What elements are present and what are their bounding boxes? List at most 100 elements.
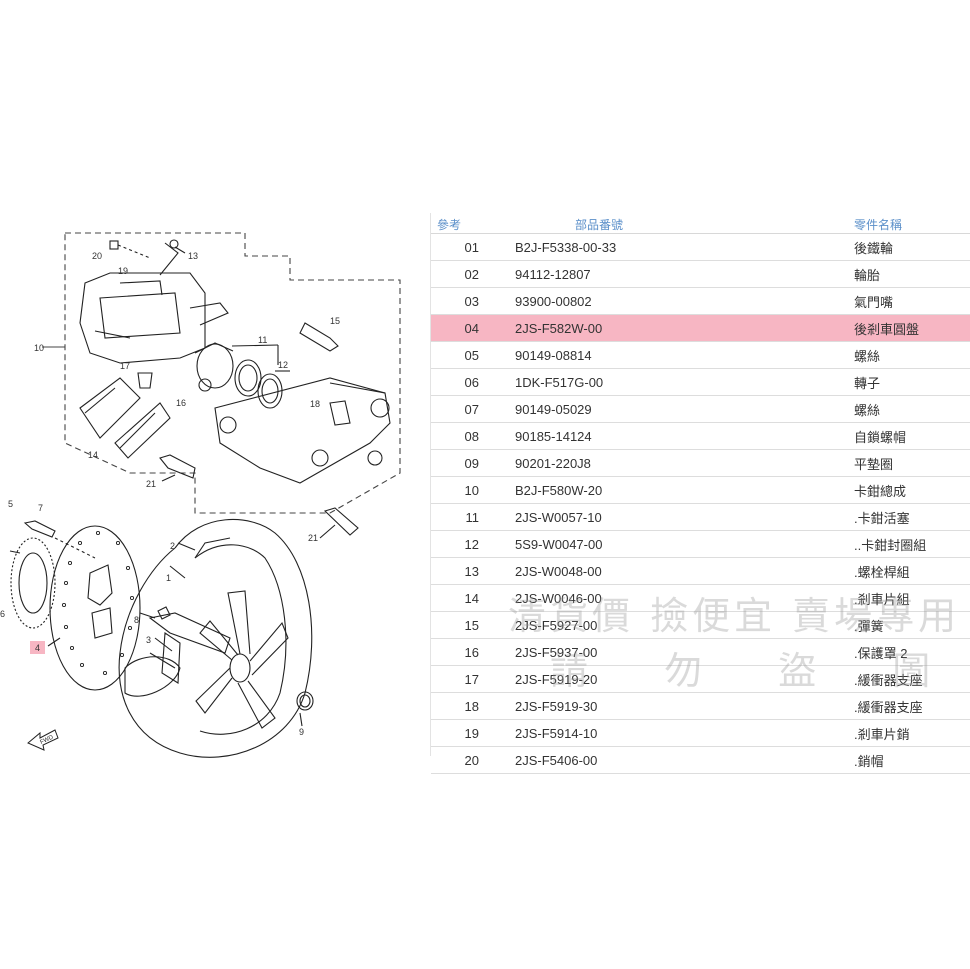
callout-19: 19 [118,266,128,276]
row-ref: 01 [431,233,497,261]
row-ref: 14 [431,584,497,612]
fwd-arrow-icon [27,729,59,751]
callout-11: 11 [258,335,267,345]
row-name: 後剎車圓盤 [854,314,970,342]
callout-21-left: 21 [146,479,156,489]
row-ref: 03 [431,287,497,315]
row-name: 螺絲 [854,341,970,369]
row-name: .緩衝器支座 [854,665,970,693]
row-name: .剎車片銷 [854,719,970,747]
row-name: 轉子 [854,368,970,396]
row-name: .緩衝器支座 [854,692,970,720]
row-part-no: 90149-08814 [497,341,854,369]
row-ref: 08 [431,422,497,450]
row-part-no: 5S9-W0047-00 [497,530,854,558]
callout-6: 6 [0,609,5,619]
row-ref: 11 [431,503,497,531]
callout-12: 12 [278,360,288,370]
callout-4: 4 [35,643,40,653]
row-ref: 18 [431,692,497,720]
callout-9: 9 [299,727,304,737]
callout-13: 13 [188,251,198,261]
callout-8: 8 [134,615,139,625]
row-part-no: 2JS-F5937-00 [497,638,854,666]
row-ref: 16 [431,638,497,666]
callout-7: 7 [38,503,43,513]
row-part-no: 90149-05029 [497,395,854,423]
row-name: .螺栓桿組 [854,557,970,585]
row-name: 輪胎 [854,260,970,288]
row-ref: 04 [431,314,497,342]
callout-16: 16 [176,398,186,408]
row-name: .銷帽 [854,746,970,774]
row-part-no: 2JS-W0057-10 [497,503,854,531]
row-name: .剎車片組 [854,584,970,612]
row-part-no: B2J-F5338-00-33 [497,233,854,261]
callout-21-right: 21 [308,533,318,543]
row-name: .卡鉗活塞 [854,503,970,531]
row-name: 卡鉗總成 [854,476,970,504]
callout-3: 3 [146,635,151,645]
row-name: 平墊圈 [854,449,970,477]
row-part-no: 94112-12807 [497,260,854,288]
row-name: 後鐵輪 [854,233,970,261]
row-part-no: B2J-F580W-20 [497,476,854,504]
callout-18: 18 [310,399,320,409]
row-part-no: 2JS-W0046-00 [497,584,854,612]
row-name: 自鎖螺帽 [854,422,970,450]
row-name: 氣門嘴 [854,287,970,315]
row-part-no: 93900-00802 [497,287,854,315]
row-ref: 15 [431,611,497,639]
row-name: .彈簧 [854,611,970,639]
row-part-no: 90201-220J8 [497,449,854,477]
row-ref: 10 [431,476,497,504]
row-ref: 17 [431,665,497,693]
callout-2: 2 [170,541,175,551]
row-ref: 13 [431,557,497,585]
row-part-no: 2JS-F5927-00 [497,611,854,639]
fwd-label: FWD [39,734,55,745]
row-ref: 12 [431,530,497,558]
row-part-no: 2JS-F5919-30 [497,692,854,720]
row-ref: 19 [431,719,497,747]
parts-diagram: 20 13 19 15 10 11 12 17 16 18 14 21 21 5… [0,213,425,758]
row-ref: 02 [431,260,497,288]
row-ref: 06 [431,368,497,396]
callout-1: 1 [166,573,171,583]
callout-15: 15 [330,316,340,326]
row-name: 螺絲 [854,395,970,423]
row-ref: 07 [431,395,497,423]
callout-10: 10 [34,343,44,353]
row-part-no: 2JS-W0048-00 [497,557,854,585]
callout-14: 14 [88,450,98,460]
callout-20: 20 [92,251,102,261]
table-header-row: 參考 部品番號 零件名稱 [431,213,970,234]
row-name: ..卡鉗封圈組 [854,530,970,558]
row-ref: 09 [431,449,497,477]
row-part-no: 2JS-F5919-20 [497,665,854,693]
row-part-no: 2JS-F5914-10 [497,719,854,747]
header-ref: 參考 [431,213,497,234]
